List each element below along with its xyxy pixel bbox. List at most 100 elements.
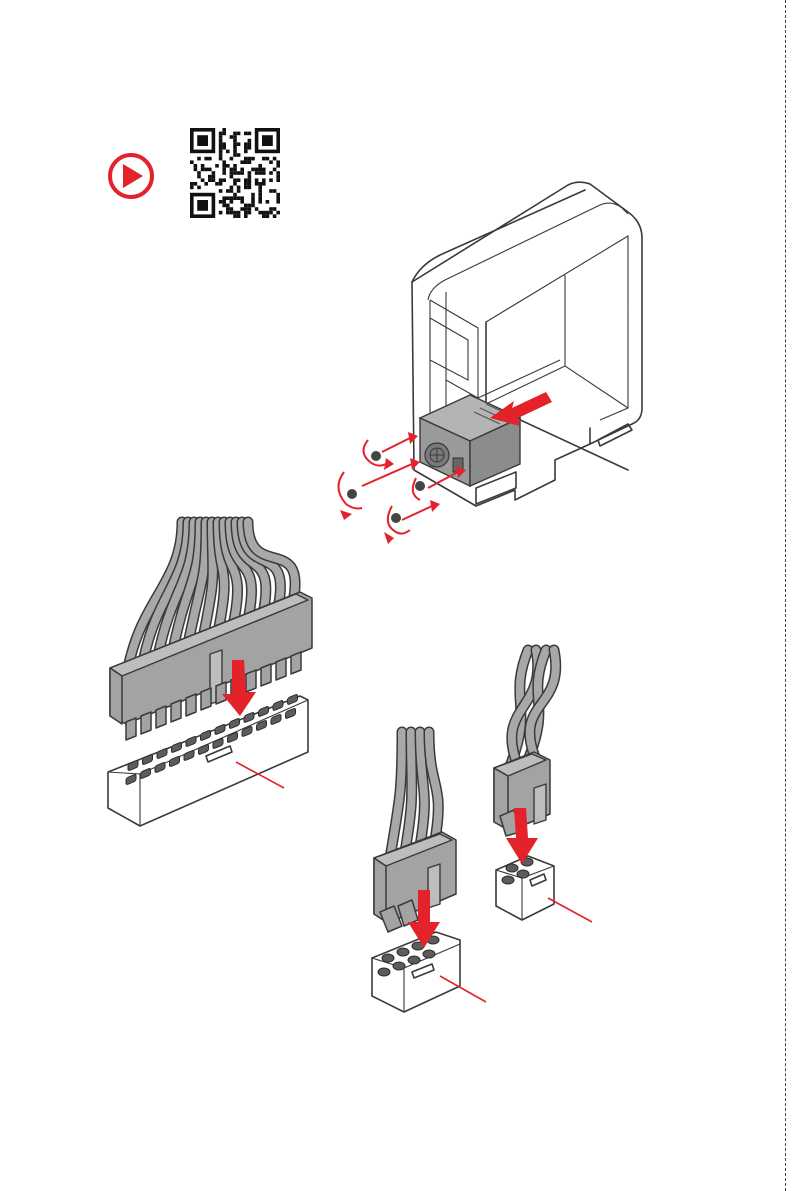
qr-module — [219, 142, 223, 146]
qr-module — [248, 171, 252, 175]
qr-module — [233, 146, 237, 150]
qr-module — [194, 164, 198, 168]
qr-module — [222, 171, 226, 175]
qr-module — [244, 207, 248, 211]
qr-module — [219, 178, 223, 182]
qr-module — [212, 171, 216, 175]
qr-module — [230, 196, 234, 200]
qr-module — [237, 178, 241, 182]
qr-module — [276, 211, 280, 215]
cpu8-wire — [420, 732, 424, 846]
qr-module — [276, 193, 280, 197]
qr-module — [248, 160, 252, 164]
qr-module — [237, 142, 241, 146]
qr-module — [226, 164, 230, 168]
qr-module — [215, 182, 219, 186]
qr-module — [244, 157, 248, 161]
qr-module — [266, 157, 270, 161]
qr-module — [258, 182, 262, 186]
qr-module — [262, 211, 266, 215]
qr-module — [248, 157, 252, 161]
qr-module — [219, 132, 223, 136]
qr-module — [219, 153, 223, 157]
qr-module — [248, 175, 252, 179]
cpu8-wire — [390, 732, 402, 858]
qr-module — [208, 168, 212, 172]
qr-module — [244, 146, 248, 150]
qr-module — [226, 150, 230, 154]
cpu-4-pin-connector — [494, 650, 592, 922]
qr-module — [212, 178, 216, 182]
qr-module — [230, 168, 234, 172]
qr-module — [248, 207, 252, 211]
qr-module — [244, 204, 248, 208]
qr-module — [248, 204, 252, 208]
qr-module — [258, 193, 262, 197]
qr-module — [266, 200, 270, 204]
qr-module — [233, 178, 237, 182]
qr-module — [204, 157, 208, 161]
qr-module — [233, 214, 237, 218]
qr-module — [240, 171, 244, 175]
qr-module — [222, 128, 226, 132]
qr-module — [244, 160, 248, 164]
atx-prong — [126, 718, 136, 740]
cpu8-pin-socket — [423, 950, 435, 958]
qr-code[interactable] — [190, 128, 280, 218]
qr-module — [222, 142, 226, 146]
atx-prong — [171, 700, 181, 722]
qr-module — [222, 168, 226, 172]
qr-module — [201, 164, 205, 168]
qr-module — [230, 175, 234, 179]
qr-module — [258, 196, 262, 200]
qr-module — [262, 171, 266, 175]
qr-module — [226, 196, 230, 200]
qr-module — [262, 168, 266, 172]
qr-module — [233, 196, 237, 200]
qr-module — [190, 186, 194, 190]
qr-module — [219, 189, 223, 193]
qr-module — [248, 178, 252, 182]
qr-module — [204, 182, 208, 186]
qr-module — [244, 142, 248, 146]
play-icon[interactable] — [110, 155, 152, 197]
qr-module — [237, 153, 241, 157]
qr-module — [222, 146, 226, 150]
qr-module — [248, 139, 252, 143]
qr-module — [222, 178, 226, 182]
qr-module — [269, 189, 273, 193]
qr-module — [251, 193, 255, 197]
qr-module — [248, 211, 252, 215]
qr-module — [273, 207, 277, 211]
atx-prong — [246, 670, 256, 692]
qr-module — [233, 171, 237, 175]
qr-module — [201, 178, 205, 182]
qr-module — [219, 182, 223, 186]
qr-module — [244, 211, 248, 215]
atx-prong — [216, 682, 226, 704]
qr-module — [269, 160, 273, 164]
cpu4-pin-socket — [502, 876, 514, 884]
qr-module — [273, 168, 277, 172]
qr-module — [219, 200, 223, 204]
qr-module — [204, 168, 208, 172]
qr-module — [197, 175, 201, 179]
qr-module — [258, 200, 262, 204]
qr-module — [269, 207, 273, 211]
qr-module — [226, 207, 230, 211]
qr-module — [222, 160, 226, 164]
cpu8-pin-socket — [397, 948, 409, 956]
qr-module — [276, 196, 280, 200]
qr-module — [233, 153, 237, 157]
qr-module — [255, 171, 259, 175]
atx-prong — [276, 658, 286, 680]
atx-prong — [156, 706, 166, 728]
qr-module — [222, 200, 226, 204]
cpu8-pin-socket — [408, 956, 420, 964]
qr-module — [251, 200, 255, 204]
cpu8-pin-socket — [378, 968, 390, 976]
qr-module — [197, 157, 201, 161]
qr-module — [244, 214, 248, 218]
atx-prong — [141, 712, 151, 734]
